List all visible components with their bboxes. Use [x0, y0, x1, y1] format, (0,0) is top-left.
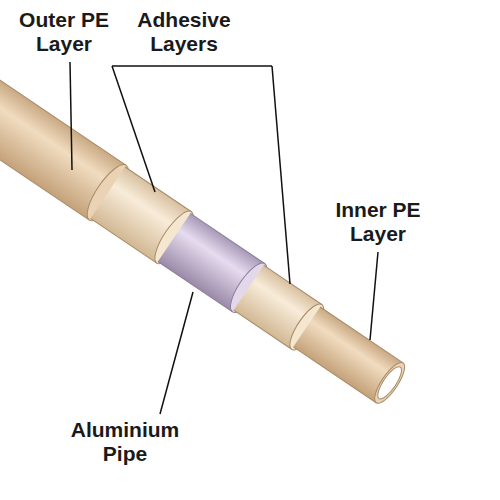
- bracket-line: [112, 65, 272, 67]
- leader-line: [112, 66, 155, 192]
- part-label: Aluminium Pipe: [62, 418, 188, 466]
- part-label: Adhesive Layers: [124, 8, 244, 56]
- inner-pe-end: [370, 358, 410, 407]
- leader-line: [272, 66, 290, 284]
- leader-line: [160, 292, 193, 414]
- leader-line: [370, 252, 378, 340]
- part-label: Outer PE Layer: [8, 8, 120, 56]
- leader-line: [70, 62, 72, 170]
- part-label: Inner PE Layer: [322, 198, 434, 246]
- pipe-bore: [374, 364, 406, 403]
